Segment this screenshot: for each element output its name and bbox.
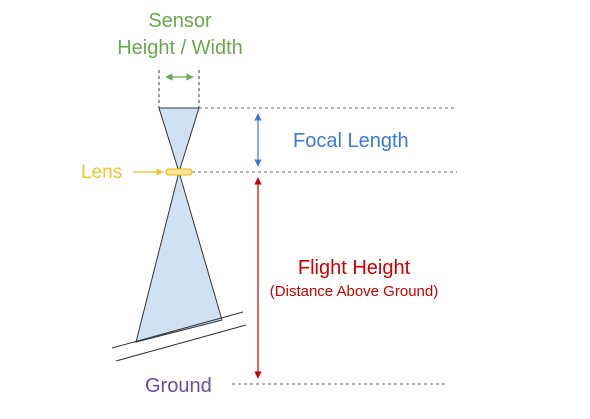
ground-footprint-cone xyxy=(135,170,223,343)
terrain-line-upper xyxy=(111,311,244,349)
sensor-label-line1: Sensor xyxy=(148,10,212,32)
flight-height-sublabel: (Distance Above Ground) xyxy=(269,283,439,300)
sensor-label-line2: Height / Width xyxy=(117,37,243,59)
terrain-line-lower xyxy=(115,324,247,362)
focal-length-label: Focal Length xyxy=(293,130,409,152)
lens-label: Lens xyxy=(81,162,123,183)
flight-height-label: Flight Height xyxy=(297,257,411,279)
ground-label: Ground xyxy=(145,375,212,397)
lens-icon xyxy=(165,168,193,176)
sensor-cone xyxy=(158,107,200,174)
